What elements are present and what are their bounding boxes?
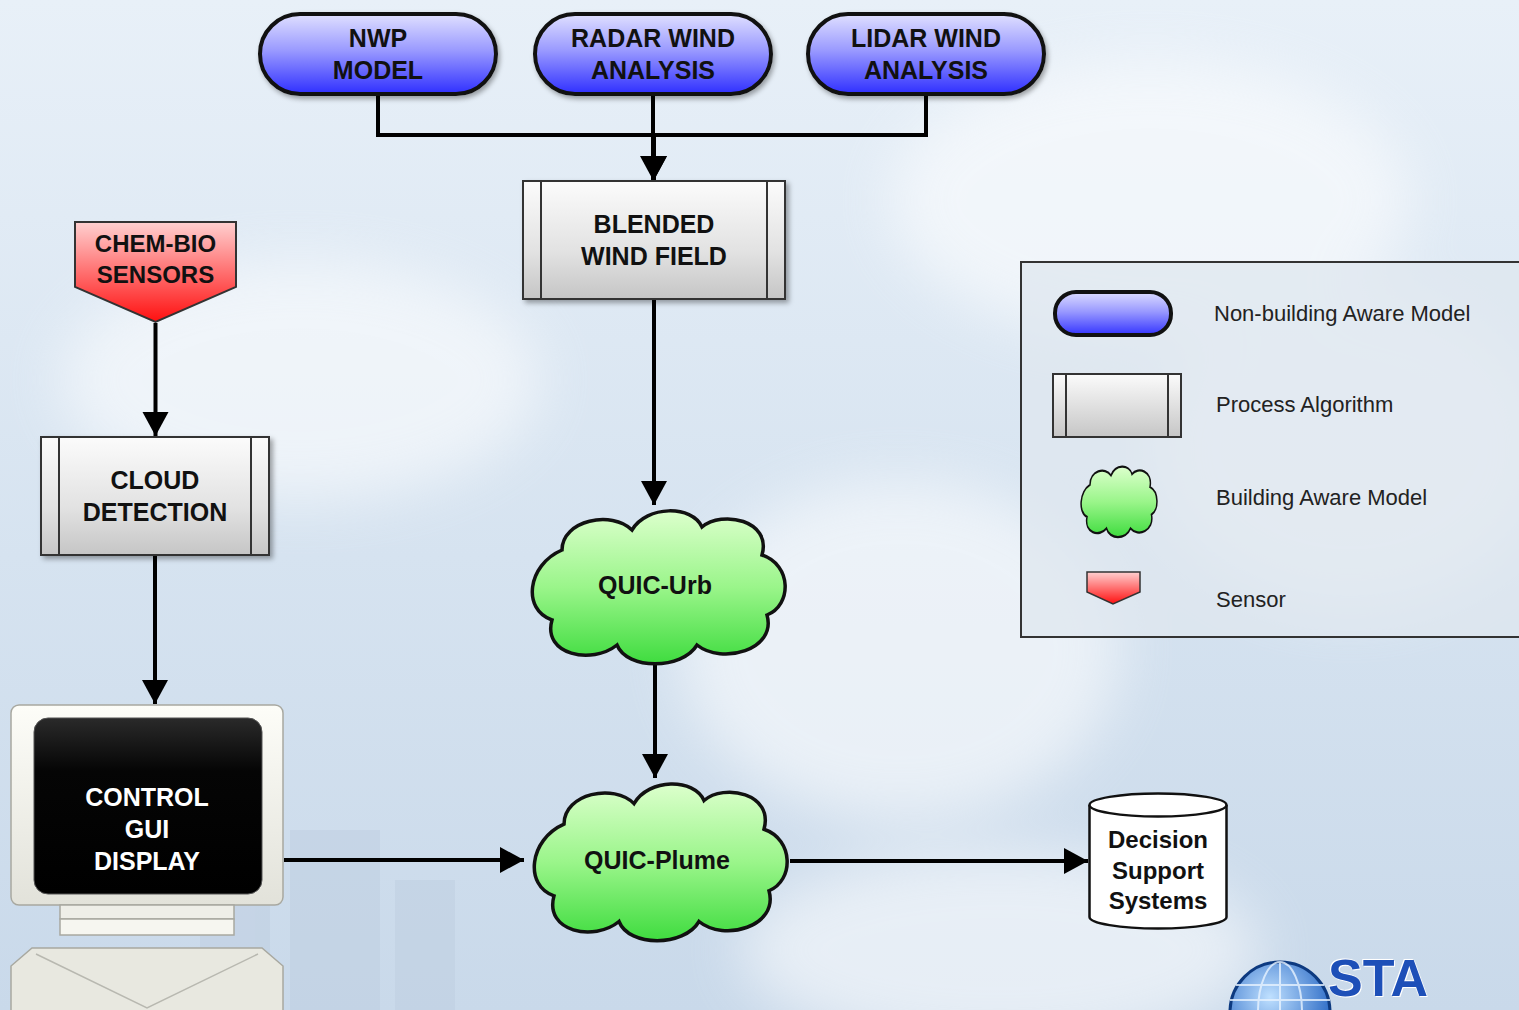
node-label: CONTROL GUI DISPLAY <box>72 781 222 877</box>
cylinder-body <box>1090 805 1227 929</box>
legend-label: Building Aware Model <box>1216 485 1427 511</box>
monitor-base <box>11 948 283 1010</box>
connector-arrow <box>653 665 657 778</box>
cylinder-top <box>1090 794 1227 817</box>
text-group: NWP MODEL <box>316 22 440 86</box>
sensor-path <box>75 222 236 322</box>
connector-arrow <box>378 96 654 180</box>
node-label: Decision Support Systems <box>1094 825 1222 917</box>
monitor-base-line <box>36 954 258 1008</box>
node-label: QUIC-Urb <box>598 569 712 601</box>
monitor-neck <box>60 905 234 919</box>
connector-arrow <box>654 96 926 180</box>
logo-text: STA <box>1328 952 1428 1004</box>
legend-label: Non-building Aware Model <box>1214 301 1470 327</box>
monitor-bezel <box>11 705 283 905</box>
connector-arrow <box>153 556 157 704</box>
connector-arrow <box>154 323 158 436</box>
text-group: CONTROL GUI DISPLAY <box>72 781 222 877</box>
connector-arrow <box>284 858 524 862</box>
monitor-display: CONTROL GUI DISPLAY <box>10 704 284 1010</box>
sensor-shape: CHEM-BIO SENSORS <box>74 221 237 323</box>
text-group: Decision Support Systems <box>1094 825 1222 917</box>
model-pill: RADAR WIND ANALYSIS <box>533 12 773 96</box>
legend-label: Process Algorithm <box>1216 392 1393 418</box>
node-label: NWP MODEL <box>316 22 440 86</box>
text-group: QUIC-Urb <box>598 569 712 601</box>
monitor-screen <box>34 718 262 894</box>
process-bar <box>58 438 60 554</box>
node-label: RADAR WIND ANALYSIS <box>540 22 766 86</box>
text-group: LIDAR WIND ANALYSIS <box>813 22 1039 86</box>
node-label: QUIC-Plume <box>584 844 730 876</box>
text-group: QUIC-Plume <box>584 844 730 876</box>
cloud-path <box>534 784 787 941</box>
process-bar <box>250 438 252 554</box>
text-group: BLENDED WIND FIELD <box>574 208 734 272</box>
model-pill: LIDAR WIND ANALYSIS <box>806 12 1046 96</box>
node-label: BLENDED WIND FIELD <box>574 208 734 272</box>
cloud-path <box>532 511 785 664</box>
text-group: CLOUD DETECTION <box>75 464 235 528</box>
text-group: CHEM-BIO SENSORS <box>86 229 226 290</box>
database-cylinder: Decision Support Systems <box>1088 792 1228 930</box>
connector-arrow <box>790 859 1088 863</box>
model-cloud: QUIC-Urb <box>522 505 788 665</box>
text-group: RADAR WIND ANALYSIS <box>540 22 766 86</box>
process-bar <box>540 182 542 298</box>
model-cloud: QUIC-Plume <box>524 778 790 942</box>
monitor-neck <box>60 919 234 935</box>
process-bar <box>766 182 768 298</box>
process-box: BLENDED WIND FIELD <box>522 180 786 300</box>
node-label: CLOUD DETECTION <box>75 464 235 528</box>
model-pill: NWP MODEL <box>258 12 498 96</box>
legend-label: Sensor <box>1216 587 1286 613</box>
process-box: CLOUD DETECTION <box>40 436 270 556</box>
connector-arrow <box>652 300 656 505</box>
node-label: CHEM-BIO SENSORS <box>86 229 226 290</box>
node-label: LIDAR WIND ANALYSIS <box>813 22 1039 86</box>
